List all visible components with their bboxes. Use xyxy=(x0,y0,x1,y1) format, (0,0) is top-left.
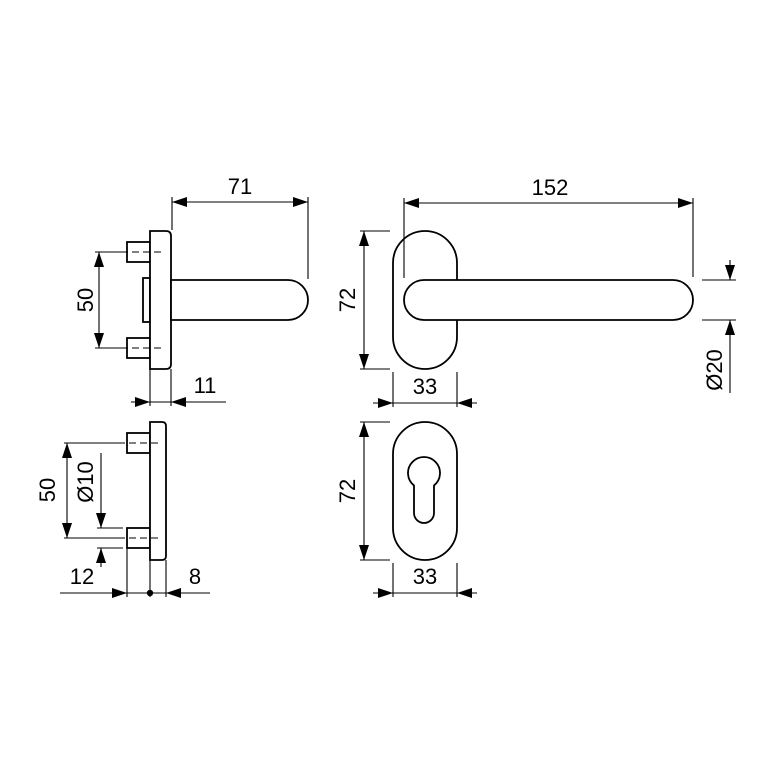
dimension-label: 50 xyxy=(73,288,98,312)
keyhole-icon xyxy=(407,456,441,524)
dimension-label: 71 xyxy=(228,174,252,199)
dimension-50: 50 xyxy=(35,442,118,539)
dimension-11: 11 xyxy=(131,369,226,407)
spindle xyxy=(142,277,151,323)
handle-front-view: 152 72 33 Ø20 xyxy=(335,175,736,408)
dimension-152: 152 xyxy=(403,175,694,278)
dimension-label: 8 xyxy=(189,564,201,589)
dimension-label: 152 xyxy=(532,175,569,200)
dimension-label: 12 xyxy=(70,564,94,589)
escutcheon-front-view: 72 33 xyxy=(335,421,477,598)
dimension-label: 50 xyxy=(35,478,60,502)
dimension-diameter-10: Ø10 xyxy=(73,453,123,567)
escutcheon-side xyxy=(149,421,167,561)
dimension-label: 11 xyxy=(194,373,217,398)
dimension-33: 33 xyxy=(373,563,477,598)
dimension-label: 33 xyxy=(413,374,437,399)
dimension-72: 72 xyxy=(335,230,390,370)
lever-front xyxy=(403,279,694,321)
dimension-12-8: 12 8 xyxy=(60,548,210,598)
dimension-71: 71 xyxy=(171,174,309,279)
rose-side xyxy=(149,230,172,370)
dimension-label: 72 xyxy=(335,288,360,312)
dimension-50: 50 xyxy=(73,251,121,349)
dimension-label: Ø10 xyxy=(73,461,98,503)
dimension-33: 33 xyxy=(373,372,477,408)
dimension-72: 72 xyxy=(335,421,390,561)
escutcheon-side-view: 50 Ø10 12 8 xyxy=(35,421,210,598)
dimension-label: 33 xyxy=(413,564,437,589)
lever-side xyxy=(170,279,309,321)
dimension-diameter-20: Ø20 xyxy=(702,260,736,393)
handle-side-view: 71 50 11 xyxy=(73,174,309,407)
dimension-label: Ø20 xyxy=(702,349,727,391)
dimension-label: 72 xyxy=(335,479,360,503)
